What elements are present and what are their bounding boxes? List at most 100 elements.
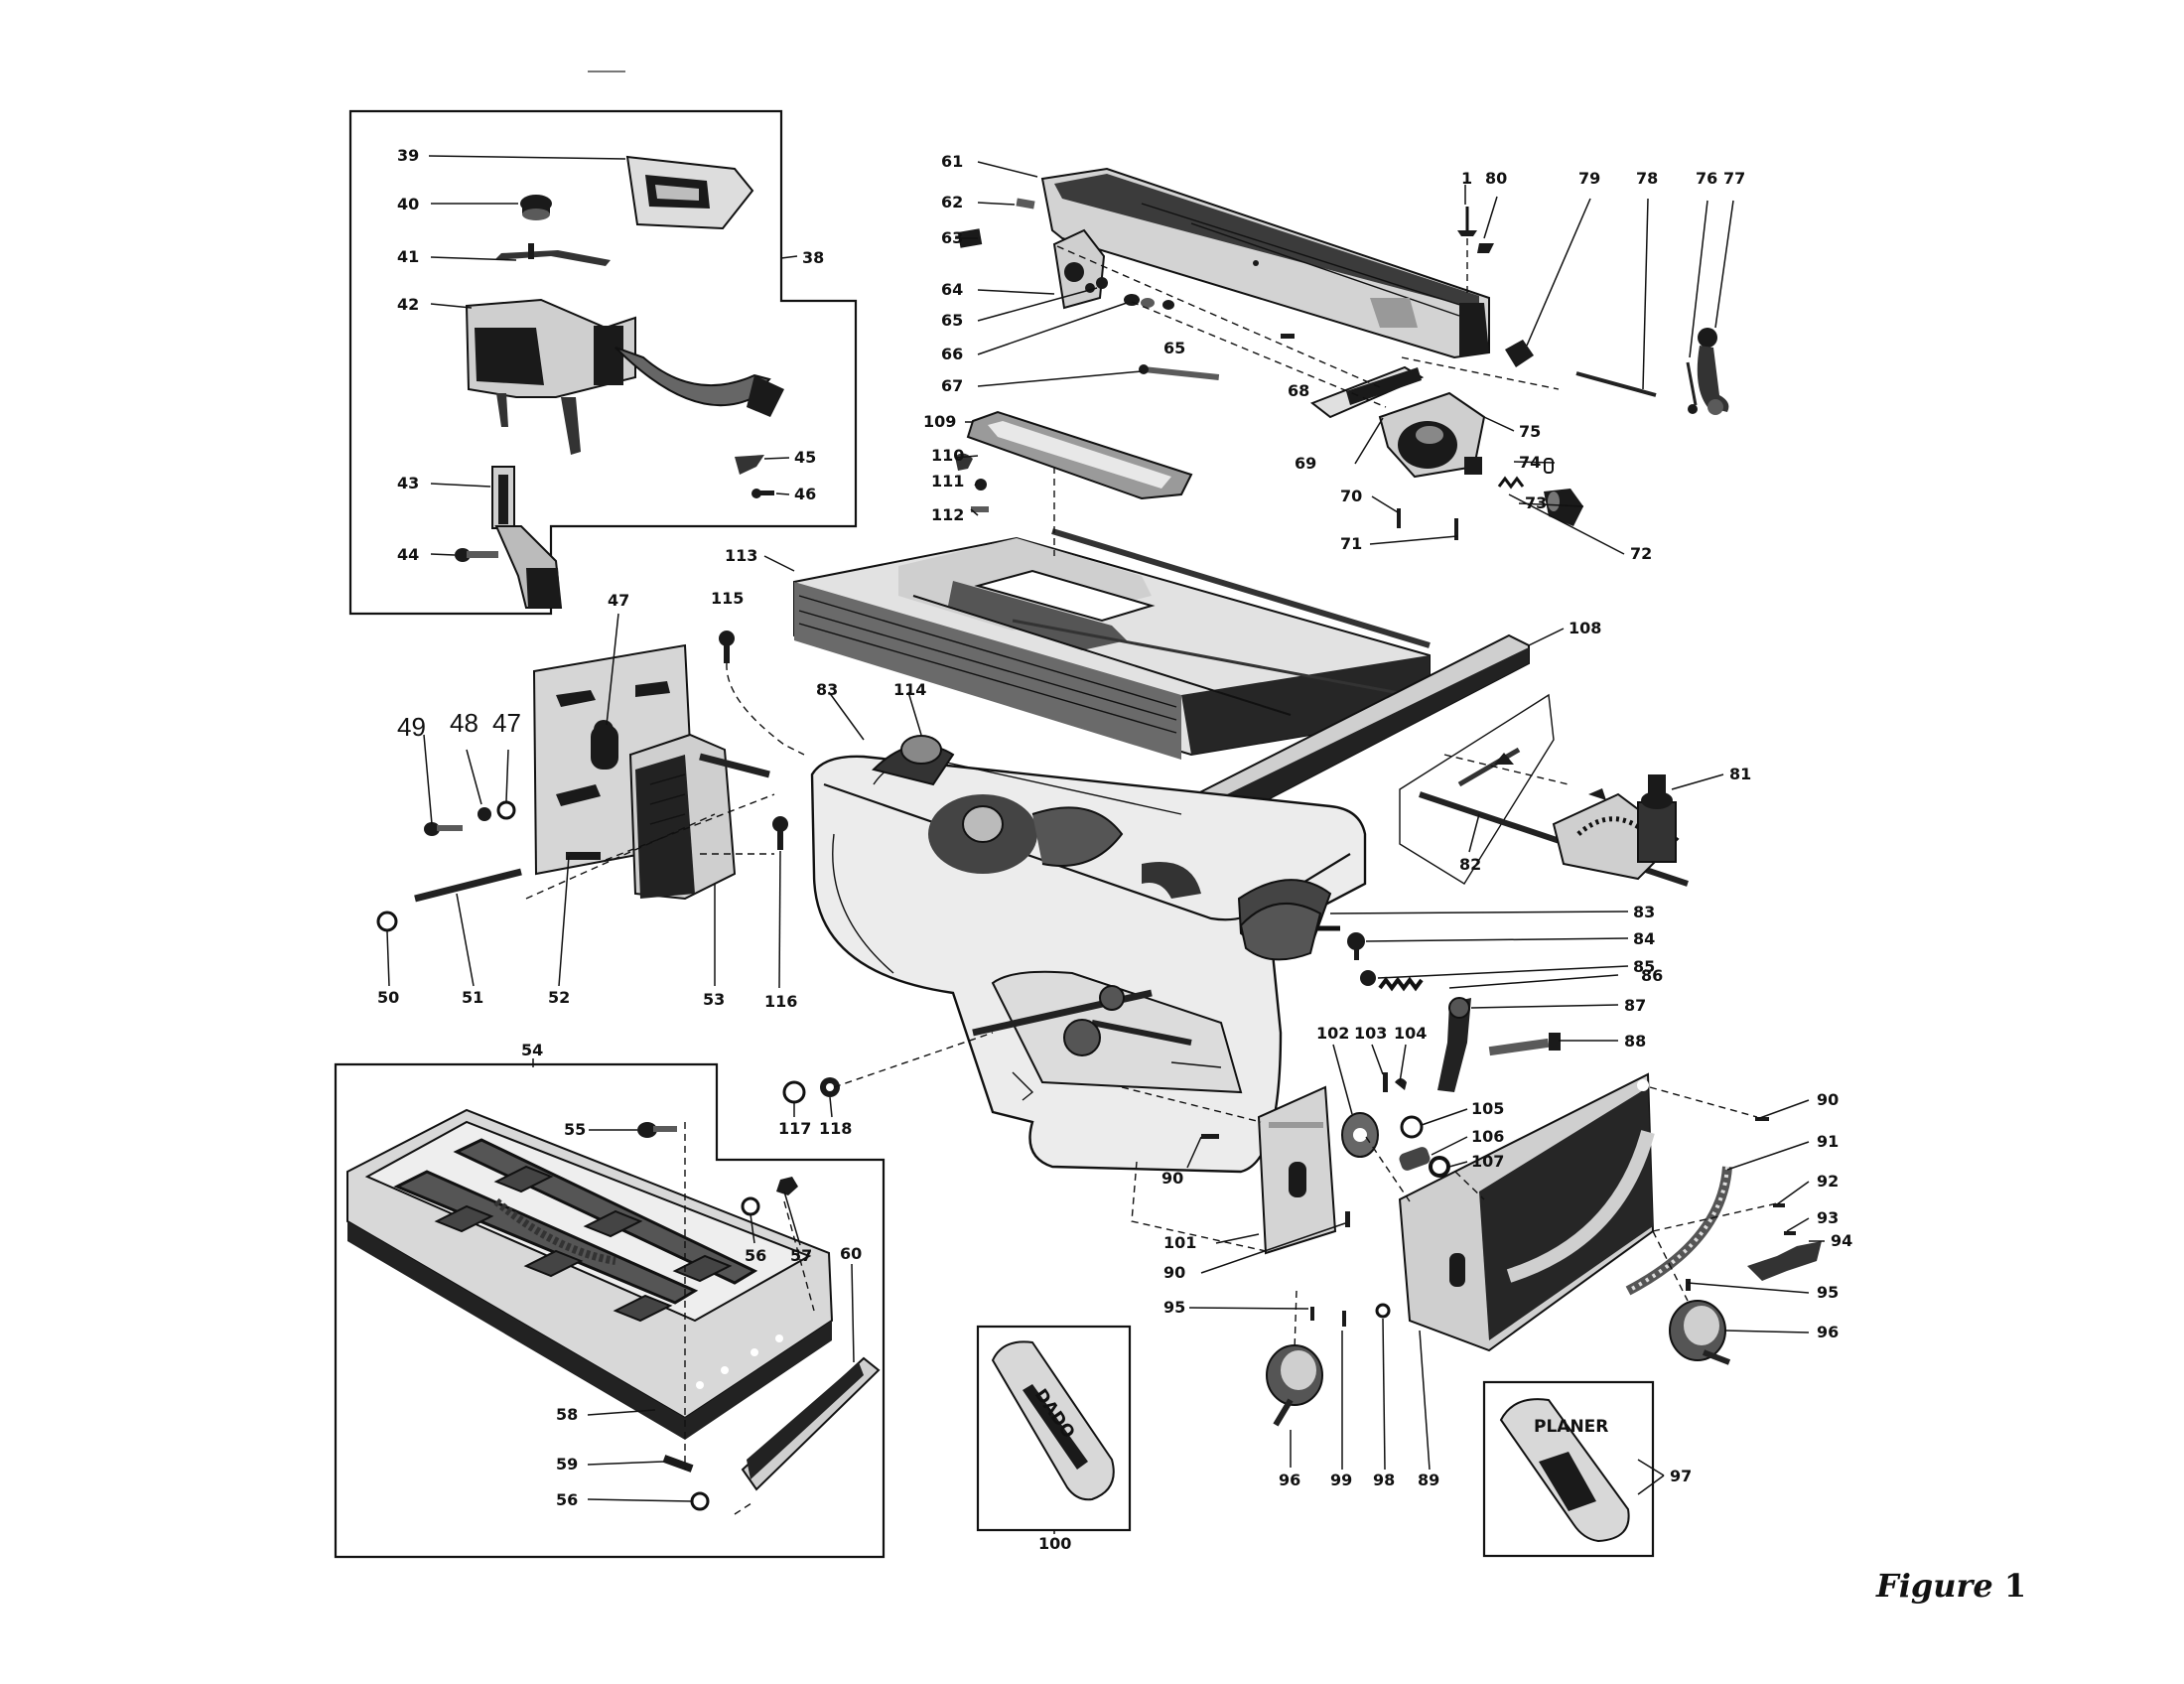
- callout-87: 87: [1624, 996, 1646, 1015]
- callout-103: 103: [1354, 1024, 1387, 1043]
- callout-101: 101: [1163, 1233, 1196, 1252]
- callout-64: 64: [941, 280, 963, 299]
- fence-washers-66: [1124, 294, 1174, 310]
- trunnion-53: [628, 733, 770, 901]
- callout-53: 53: [703, 990, 725, 1009]
- guard-clip-part: [735, 455, 764, 475]
- callout-50: 50: [377, 988, 399, 1007]
- callout-111: 111: [931, 472, 964, 491]
- fence-end-part: [1052, 228, 1106, 310]
- dado-insert: DADO: [991, 1340, 1115, 1501]
- callout-98: 98: [1373, 1471, 1395, 1489]
- callout-112: 112: [931, 505, 964, 524]
- callout-95-b: 95: [1817, 1283, 1839, 1302]
- callout-90: 90: [1161, 1169, 1183, 1188]
- callout-40: 40: [397, 195, 419, 213]
- callout-100: 100: [1038, 1534, 1071, 1553]
- screws-103-104: [1383, 1072, 1407, 1092]
- handwheel-83: [1239, 902, 1322, 961]
- guard-small-screw-part: [751, 489, 774, 498]
- callout-65: 65: [941, 311, 963, 330]
- knob-part: [520, 195, 552, 220]
- callout-102: 102: [1316, 1024, 1349, 1043]
- washers-117-118: [782, 1077, 840, 1104]
- callout-51: 51: [462, 988, 483, 1007]
- fence-clamp-part: [1378, 391, 1486, 479]
- washers-47-48-49: [424, 800, 516, 836]
- fence-screw-1-80: [1457, 207, 1494, 253]
- fence-rod-78: [1575, 371, 1657, 397]
- callout-88: 88: [1624, 1032, 1646, 1051]
- callout-83: 83: [816, 680, 838, 699]
- callout-79: 79: [1578, 169, 1600, 188]
- callout-61: 61: [941, 152, 963, 171]
- callout-55: 55: [564, 1120, 586, 1139]
- callout-90-c: 90: [1817, 1090, 1839, 1109]
- figure-caption-number: 1: [2003, 1567, 2027, 1605]
- callout-47: 47: [608, 591, 629, 610]
- bracket-94: [1747, 1241, 1822, 1281]
- bolt-84: [1347, 932, 1365, 960]
- callout-75: 75: [1519, 422, 1541, 441]
- screw-55: [637, 1122, 677, 1138]
- callout-107: 107: [1471, 1152, 1504, 1171]
- callout-104: 104: [1394, 1024, 1427, 1043]
- callout-66: 66: [941, 345, 963, 363]
- fence-rod-part: [1139, 364, 1220, 380]
- callout-118: 118: [819, 1119, 852, 1138]
- callout-58: 58: [556, 1405, 578, 1424]
- callout-56: 56: [745, 1246, 766, 1265]
- callout-44: 44: [397, 545, 419, 564]
- callout-108: 108: [1569, 619, 1601, 637]
- spring-clip-part: [494, 243, 611, 266]
- callout-57: 57: [790, 1246, 812, 1265]
- callout-60: 60: [840, 1244, 862, 1263]
- guard-arm-part: [491, 466, 563, 609]
- saw-base-cabinet: [810, 735, 1367, 1174]
- callout-83-b: 83: [1633, 903, 1655, 921]
- callout-73: 73: [1525, 493, 1547, 512]
- stand-base-58: [346, 1108, 834, 1440]
- callout-96: 96: [1279, 1471, 1300, 1489]
- callout-113: 113: [725, 546, 757, 565]
- callout-67: 67: [941, 376, 963, 395]
- screw-115: [719, 631, 735, 663]
- plate-102: [1341, 1112, 1379, 1158]
- guard-screw-part: [455, 548, 498, 562]
- miter-gauge-81: [1552, 774, 1680, 881]
- callout-109: 109: [923, 412, 956, 431]
- callout-42: 42: [397, 295, 419, 314]
- callout-117: 117: [778, 1119, 811, 1138]
- stand-frame: [334, 1062, 886, 1559]
- callout-86: 86: [1641, 966, 1663, 985]
- callout-91: 91: [1817, 1132, 1839, 1151]
- fence-bar-part: [1309, 365, 1425, 419]
- rip-fence-part: [1040, 167, 1490, 359]
- callout-38: 38: [802, 248, 824, 267]
- arc-91: [1625, 1166, 1732, 1296]
- callout-62: 62: [941, 193, 963, 211]
- callout-85: 85: [1633, 957, 1655, 976]
- callout-76: 76: [1696, 169, 1717, 188]
- callout-41: 41: [397, 247, 419, 266]
- bolt-59-washer-56: [662, 1455, 710, 1511]
- callout-69: 69: [1295, 454, 1316, 473]
- planer-insert: PLANER: [1499, 1398, 1630, 1543]
- callout-74: 74: [1519, 453, 1541, 472]
- handwheel-96-left: [1266, 1344, 1323, 1427]
- callout-82: 82: [1459, 855, 1481, 874]
- miter-gauge-frame: [1399, 693, 1555, 885]
- fence-pin-76: [1686, 361, 1698, 414]
- callout-56-b: 56: [556, 1490, 578, 1509]
- callout-97: 97: [1670, 1467, 1692, 1485]
- callout-94: 94: [1831, 1231, 1852, 1250]
- callout-84: 84: [1633, 929, 1655, 948]
- callout-95: 95: [1163, 1298, 1185, 1317]
- table-insert-109: [966, 410, 1193, 500]
- spring-86: [1378, 976, 1424, 992]
- callout-48: 48: [450, 708, 478, 738]
- callout-93: 93: [1817, 1208, 1839, 1227]
- bolt-88: [1488, 1033, 1561, 1056]
- callout-96-b: 96: [1817, 1323, 1839, 1341]
